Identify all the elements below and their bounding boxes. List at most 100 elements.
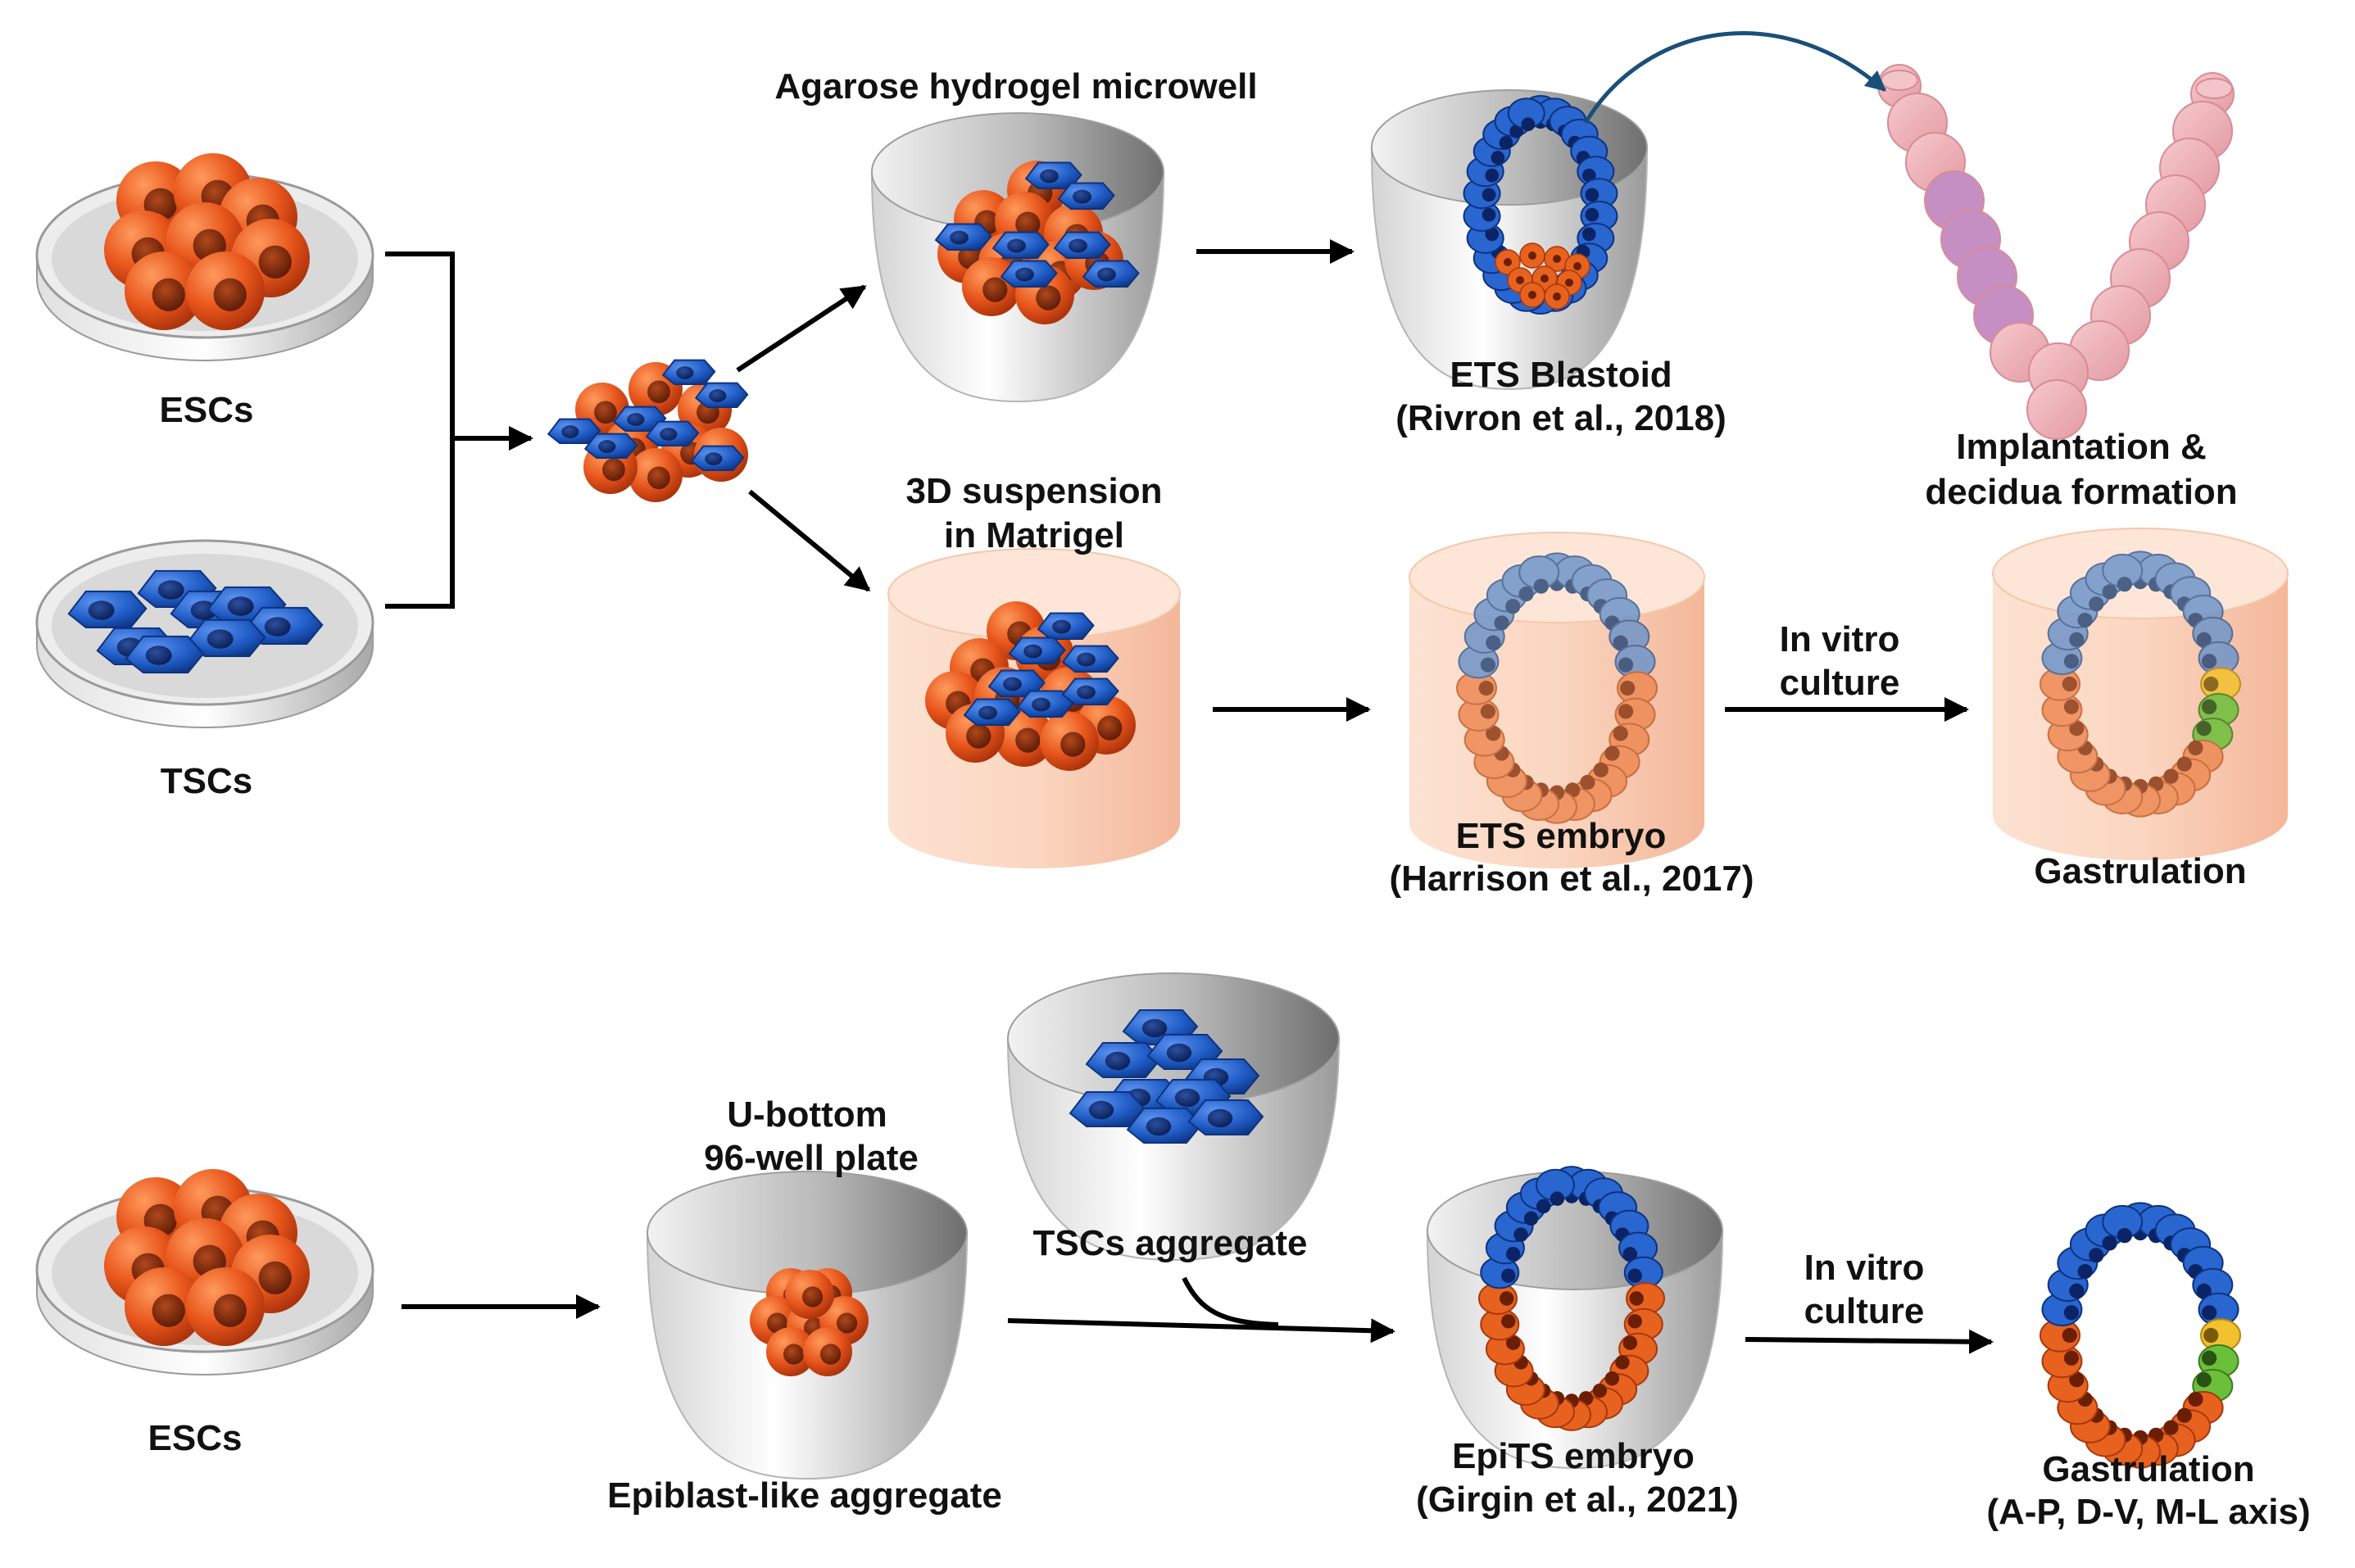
tsc-cell	[1061, 678, 1119, 705]
label-ubottom-2: 96-well plate	[704, 1138, 919, 1178]
tsc-nucleus	[660, 428, 678, 441]
epiblast-cell	[1485, 1332, 1525, 1366]
label-matrigel-1: 3D suspension	[906, 471, 1163, 511]
label-epits-1: EpiTS embryo	[1452, 1436, 1695, 1476]
trophectoderm-cell-nucleus	[2201, 654, 2217, 669]
oviduct-end-right	[2195, 78, 2233, 99]
epiblast-cell-nucleus	[1629, 1291, 1644, 1306]
tsc-cell	[645, 420, 700, 446]
tsc-nucleus	[1007, 238, 1026, 253]
trophectoderm-cell	[2198, 1292, 2239, 1327]
tsc-nucleus	[1077, 652, 1096, 667]
primitive-streak-cell-nucleus	[2203, 676, 2219, 692]
tsc-nucleus	[1207, 1108, 1233, 1128]
tsc-cell	[1037, 612, 1095, 640]
tsc-cell	[1053, 231, 1111, 259]
trophectoderm-cell-nucleus	[1585, 207, 1599, 222]
gastrulation-ring-bottom	[2040, 1202, 2241, 1469]
tsc-nucleus	[1073, 189, 1091, 204]
embryo-rings	[1456, 94, 2241, 1469]
trophectoderm-cell-nucleus	[1521, 117, 1536, 132]
tsc-nucleus	[145, 646, 172, 665]
mesoderm-cell-nucleus	[2201, 699, 2217, 714]
esc-cell	[125, 1267, 203, 1346]
trophectoderm-cell-nucleus	[2117, 1228, 2132, 1244]
label-tscs-aggregate: TSCs aggregate	[1033, 1223, 1308, 1263]
esc-nucleus	[1015, 727, 1041, 753]
label-matrigel-2: in Matrigel	[944, 515, 1124, 555]
tsc-cell	[1057, 182, 1115, 210]
tsc-cell	[1008, 637, 1066, 664]
epiblast-cell-nucleus	[1505, 1335, 1521, 1350]
labels: ESCs TSCs Agarose hydrogel microwell ETS…	[148, 66, 2311, 1532]
label-gastrulation-bottom-2: (A-P, D-V, M-L axis)	[1986, 1492, 2310, 1532]
label-invitro-bottom-2: culture	[1804, 1291, 1925, 1331]
esc-nucleus	[966, 723, 991, 749]
trophectoderm-cell-nucleus	[2102, 1235, 2117, 1251]
trophectoderm-cell-nucleus	[1581, 227, 1596, 242]
trophectoderm-cell-nucleus	[1550, 1191, 1565, 1206]
inner-cell-mass-cell	[1519, 282, 1545, 308]
trophectoderm-cell-nucleus	[1518, 586, 1534, 602]
label-ubottom-1: U-bottom	[727, 1094, 887, 1135]
esc-nucleus	[982, 277, 1008, 302]
tsc-nucleus	[1023, 644, 1042, 659]
tsc-cell	[1187, 1099, 1264, 1135]
esc-nucleus	[213, 1294, 247, 1327]
epiblast-cell-nucleus	[1593, 762, 1609, 777]
tsc-nucleus	[1174, 1088, 1200, 1108]
tsc-cell	[1069, 1091, 1146, 1127]
tsc-nucleus	[709, 389, 727, 402]
tsc-nucleus	[227, 596, 254, 616]
tsc-cell	[1082, 260, 1140, 288]
tsc-nucleus	[1069, 238, 1087, 253]
tsc-nucleus	[950, 230, 969, 245]
tsc-cell	[547, 418, 601, 444]
inner-cell-mass-cell	[1544, 246, 1570, 272]
epiblast-cell-nucleus	[1613, 726, 1628, 741]
trophectoderm-cell	[1507, 97, 1545, 132]
tsc-cell	[243, 606, 324, 645]
primitive-streak-cell-nucleus	[2203, 1327, 2219, 1344]
icm-nucleus	[1528, 252, 1536, 260]
label-invitro-top-2: culture	[1780, 663, 1900, 703]
epiblast-cell-nucleus	[2188, 740, 2203, 756]
trophectoderm-cell-nucleus	[2077, 1263, 2093, 1280]
trophectoderm-cell	[1518, 555, 1560, 594]
esc-cell	[186, 1267, 265, 1346]
tsc-nucleus	[1003, 677, 1022, 691]
esc-nucleus	[647, 466, 670, 490]
tsc-cell	[694, 382, 749, 408]
epiblast-cell-nucleus	[1500, 1291, 1514, 1306]
cells-layer	[67, 153, 1264, 1376]
epiblast-cell-nucleus	[2069, 721, 2085, 736]
tsc-cell	[125, 635, 205, 673]
arrow-invitro-bottom	[1745, 1329, 1994, 1354]
label-invitro-top-1: In vitro	[1780, 619, 1900, 659]
epiblast-cell-nucleus	[1478, 680, 1494, 696]
label-implantation-1: Implantation &	[1956, 427, 2207, 467]
label-epiblast-aggregate: Epiblast-like aggregate	[607, 1475, 1002, 1516]
trophectoderm-cell	[1609, 619, 1650, 654]
trophectoderm-cell-nucleus	[1618, 657, 1634, 673]
epiblast-cell-nucleus	[2062, 1327, 2077, 1344]
trophectoderm-cell-nucleus	[1513, 1227, 1528, 1242]
icm-nucleus	[1516, 276, 1524, 284]
epiblast-cell-nucleus	[1615, 1355, 1630, 1370]
trophectoderm-cell-nucleus	[2069, 1283, 2085, 1298]
trophectoderm-cell-nucleus	[1523, 1211, 1539, 1226]
trophectoderm-cell-nucleus	[1491, 151, 1505, 165]
epiblast-cell-nucleus	[1486, 726, 1501, 741]
epiblast-cell-nucleus	[2176, 756, 2192, 772]
esc-nucleus	[820, 1344, 842, 1365]
esc-cell	[628, 448, 683, 502]
primitive-streak-cell	[2200, 667, 2241, 701]
esc-nucleus	[767, 1312, 788, 1334]
icm-nucleus	[1573, 262, 1581, 270]
trophectoderm-cell-nucleus	[2117, 577, 2132, 592]
epiblast-cell	[1617, 671, 1658, 705]
trophectoderm-cell-nucleus	[1627, 1268, 1642, 1283]
oviduct-end-left	[1881, 70, 1918, 91]
trophectoderm-cell-nucleus	[2196, 1283, 2212, 1298]
label-escs-top: ESCs	[160, 390, 254, 430]
